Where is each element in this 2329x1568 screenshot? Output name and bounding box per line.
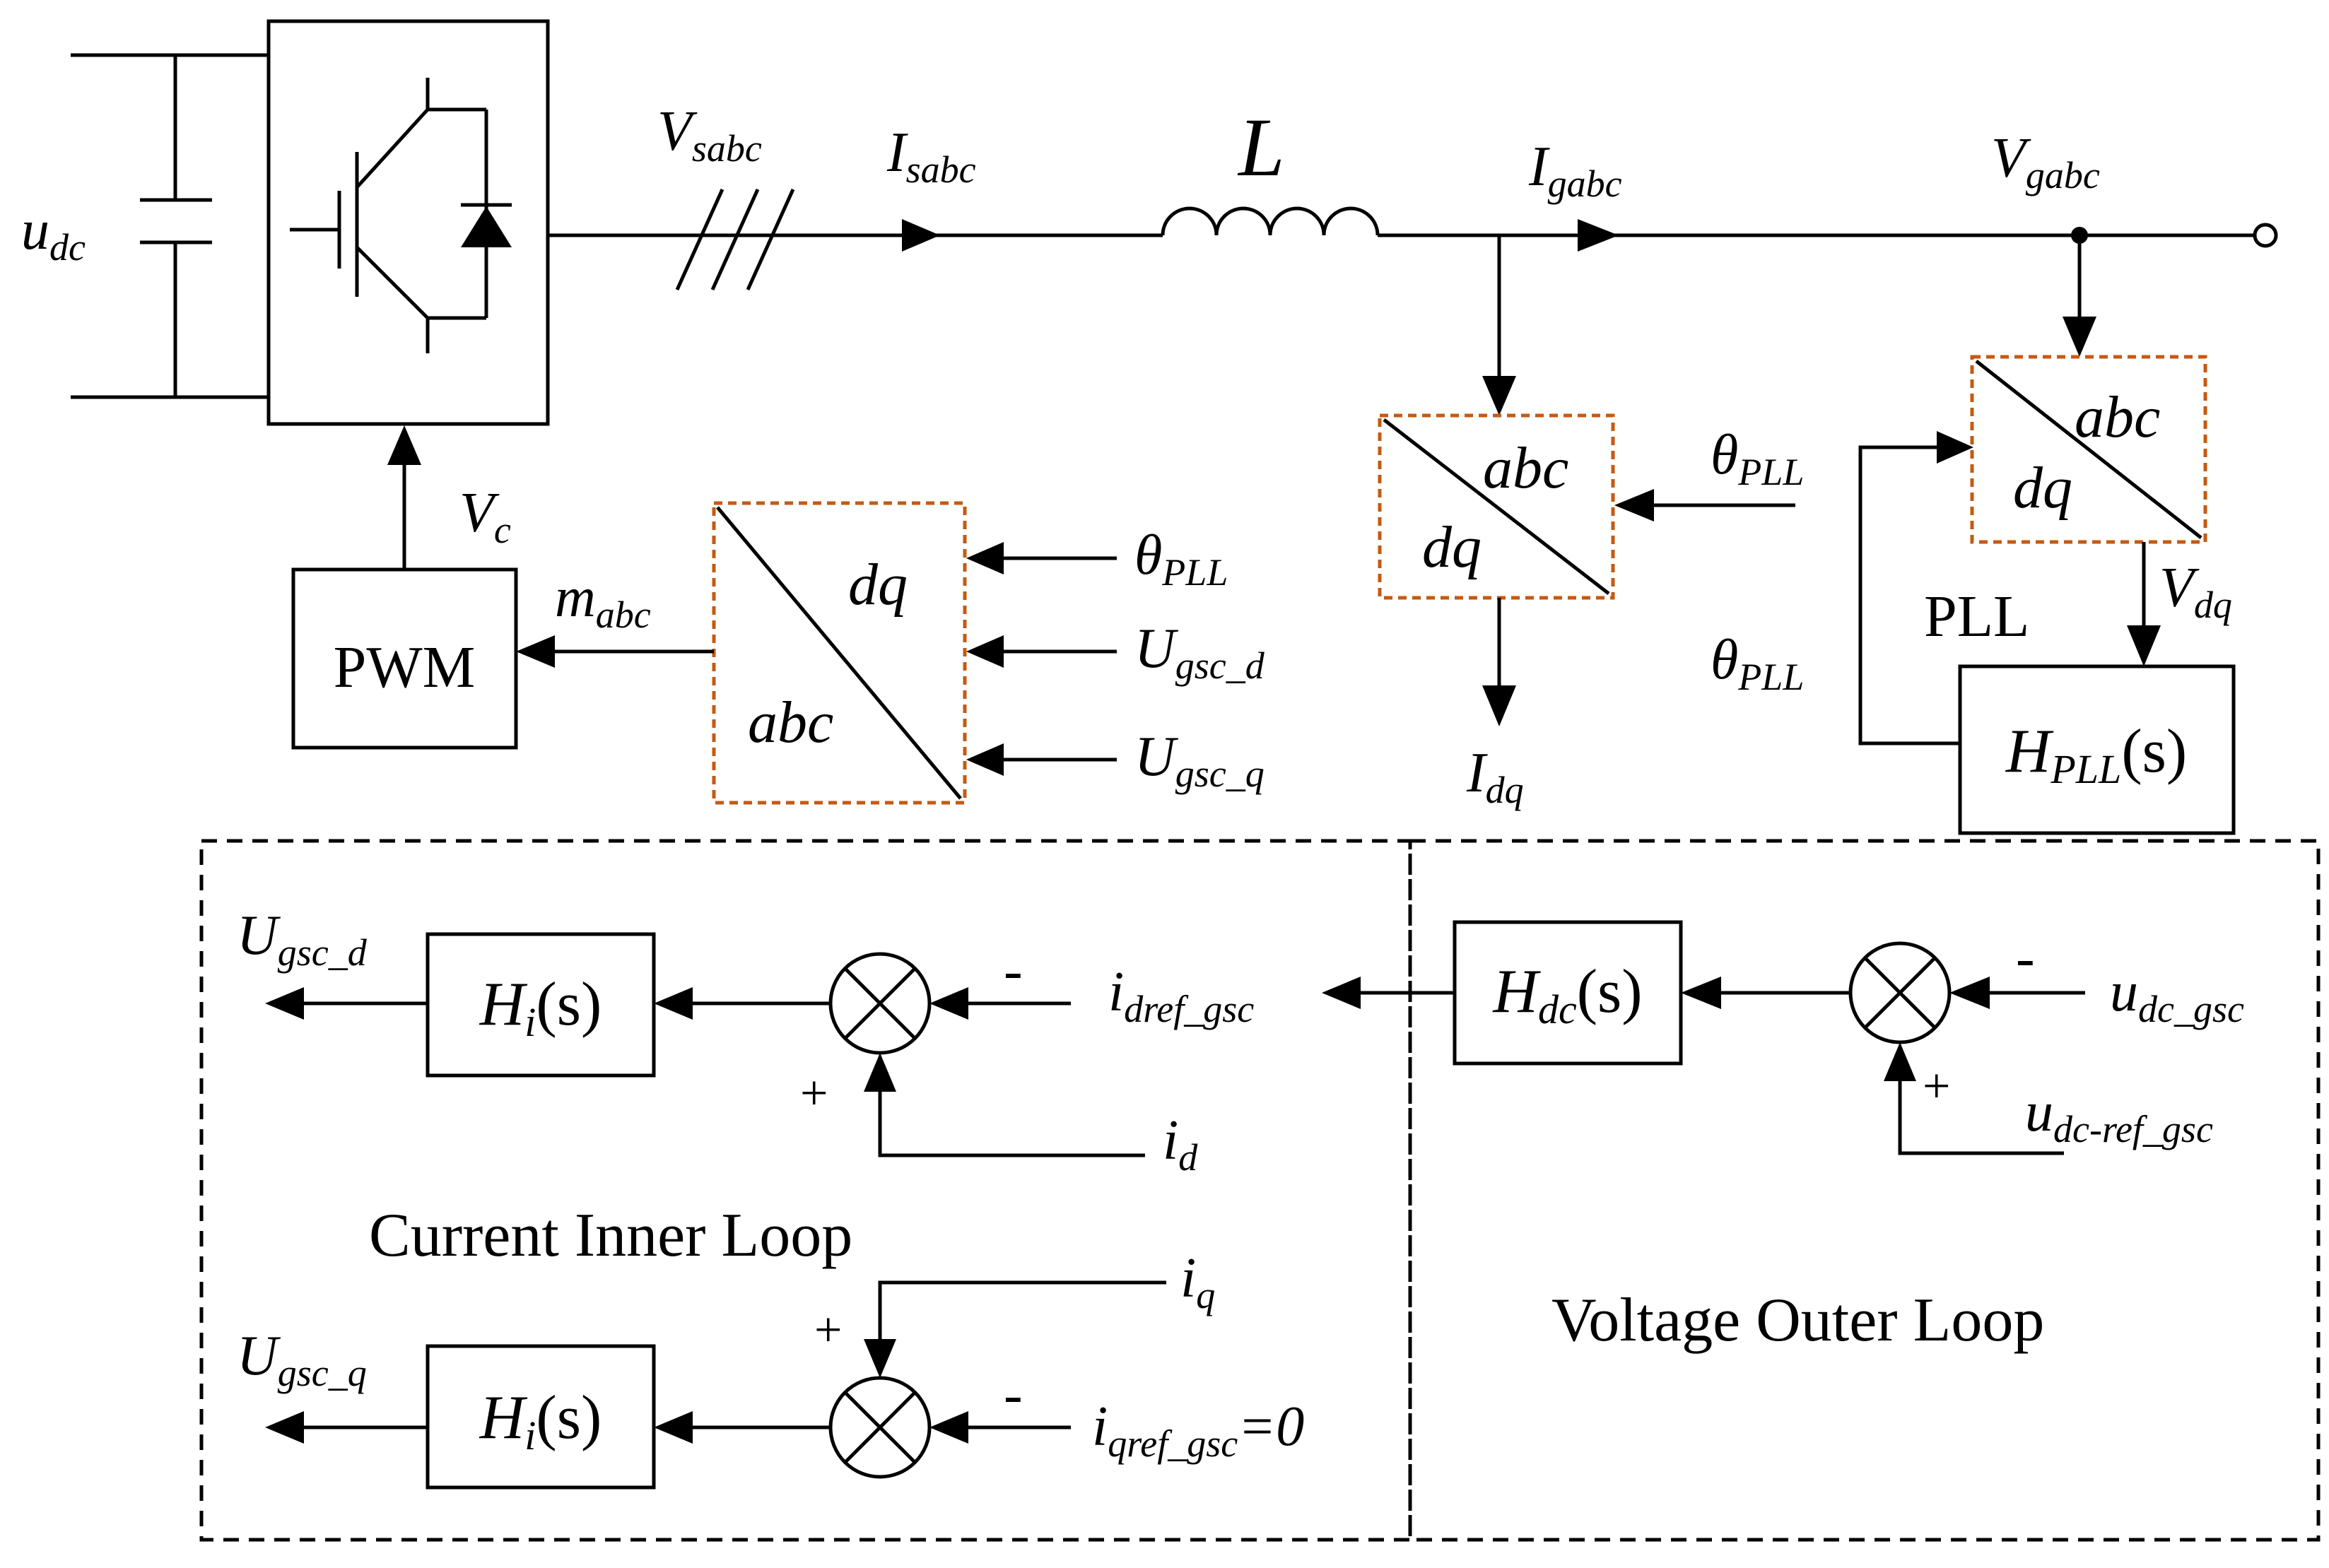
hpll-block [1958, 664, 2236, 835]
idq-label: Idq [1466, 742, 1524, 811]
pwm-text: PWM [334, 635, 476, 700]
mabc-arrow [516, 635, 555, 668]
id-label: id [1163, 1109, 1198, 1179]
current-transform-box [1378, 413, 1615, 600]
pll-feedback-arrow [1937, 431, 1973, 464]
hi-q-block [426, 1344, 656, 1490]
udc-label: udc [21, 199, 86, 269]
inductor-label: L [1237, 101, 1285, 194]
igabc-label: Igabc [1528, 136, 1622, 205]
pll-transform-divider [1975, 360, 2202, 539]
ugscd-to-mod-arrow [966, 635, 1004, 668]
pll-transform-box [1970, 355, 2207, 544]
idref-to-sum-arrow [929, 987, 968, 1020]
vc-label: Vc [459, 482, 511, 551]
three-phase-mark [675, 188, 795, 291]
sum-q-plus: + [814, 1303, 842, 1357]
theta-to-mod-arrow [966, 542, 1004, 574]
igabc-arrow [1578, 219, 1619, 252]
ugscq-in-label: Ugsc_q [1134, 726, 1265, 795]
hi-q-out-arrow [265, 1411, 304, 1444]
dc-capacitor [140, 55, 212, 397]
hi-q-text: Hi(s) [479, 1384, 602, 1458]
ugscd-in-label: Ugsc_d [1134, 618, 1265, 687]
udc-ref-label: udc-ref_gsc [2025, 1081, 2213, 1150]
iq-feedback [878, 1280, 1166, 1343]
vc-arrow [387, 425, 421, 465]
pwm-block [291, 567, 518, 750]
udcref-arrow [1884, 1042, 1916, 1081]
hi-d-block [426, 932, 656, 1078]
hi-d-out-arrow [265, 987, 304, 1020]
modulation-transform-abc: abc [748, 690, 833, 755]
sum-junction-voltage [1848, 941, 1952, 1044]
sum-to-hi-d-arrow [654, 987, 693, 1020]
sum-v-plus: + [1923, 1059, 1950, 1114]
theta-pll-feedback-label: θPLL [1711, 629, 1804, 698]
idq-arrow [1482, 685, 1516, 726]
outer-loop-title: Voltage Outer Loop [1551, 1286, 2044, 1355]
outer-loop-region [1408, 839, 2321, 1542]
inductor-coil [1161, 206, 1380, 236]
theta-pll-current-label: θPLL [1711, 424, 1804, 493]
pll-label: PLL [1924, 584, 2029, 649]
current-transform-abc: abc [1483, 435, 1568, 501]
vdq-label: Vdq [2159, 557, 2232, 626]
ugscd-out-label: Ugsc_d [237, 904, 368, 974]
current-tap-arrow [1482, 376, 1516, 415]
theta-to-current-arrow [1614, 489, 1654, 521]
ugscq-out-label: Ugsc_q [237, 1325, 367, 1394]
theta-pll-mod-label: θPLL [1134, 524, 1228, 594]
grid-terminal [2253, 223, 2278, 248]
mabc-label: mabc [555, 567, 651, 636]
id-feedback [878, 1088, 1145, 1157]
iq-label: iq [1180, 1247, 1215, 1316]
igbt-icon [290, 78, 486, 353]
hdc-out-arrow [1322, 977, 1361, 1009]
pll-transform-abc: abc [2075, 384, 2160, 450]
ugscq-to-mod-arrow [966, 743, 1004, 776]
sum-d-plus: + [800, 1066, 828, 1121]
sum-junction-q [828, 1376, 932, 1479]
vdq-arrow [2127, 625, 2161, 666]
udcref-line [1898, 1074, 2064, 1155]
pll-transform-dq: dq [2013, 455, 2072, 521]
isabc-label: Isabc [886, 122, 976, 191]
vgabc-label: Vgabc [1991, 127, 2100, 196]
voltage-tap-arrow [2063, 317, 2096, 357]
modulation-transform-dq: dq [848, 552, 908, 618]
udc-in-arrow [1949, 977, 1990, 1009]
hpll-text: HPLL(s) [2005, 717, 2187, 792]
pll-feedback [1858, 445, 1960, 745]
id-feedback-arrow [864, 1053, 896, 1092]
diode-icon [461, 110, 512, 318]
iq-feedback-arrow [864, 1339, 896, 1378]
sum-q-minus: - [1004, 1364, 1023, 1426]
current-transform-divider [1383, 418, 1610, 595]
sum-d-minus: - [1004, 940, 1023, 1002]
iqref-to-sum-arrow [929, 1411, 968, 1444]
iqref-label: iqref_gsc=0 [1092, 1396, 1304, 1465]
converter-box [266, 19, 550, 426]
hi-d-text: Hi(s) [479, 970, 602, 1045]
hdc-text: Hdc(s) [1492, 957, 1642, 1032]
sum-v-minus: - [2016, 927, 2035, 989]
current-transform-dq: dq [1422, 514, 1482, 580]
modulation-transform-divider [716, 506, 962, 800]
sum-to-hi-q-arrow [654, 1411, 693, 1444]
inner-loop-title: Current Inner Loop [369, 1201, 852, 1270]
vsabc-label: Vsabc [657, 100, 762, 170]
isabc-arrow [902, 219, 940, 252]
udc-gsc-label: udc_gsc [2110, 961, 2244, 1030]
idref-label: idref_gsc [1108, 961, 1254, 1030]
sum-to-hdc-arrow [1681, 977, 1721, 1009]
sum-junction-d [828, 952, 932, 1055]
